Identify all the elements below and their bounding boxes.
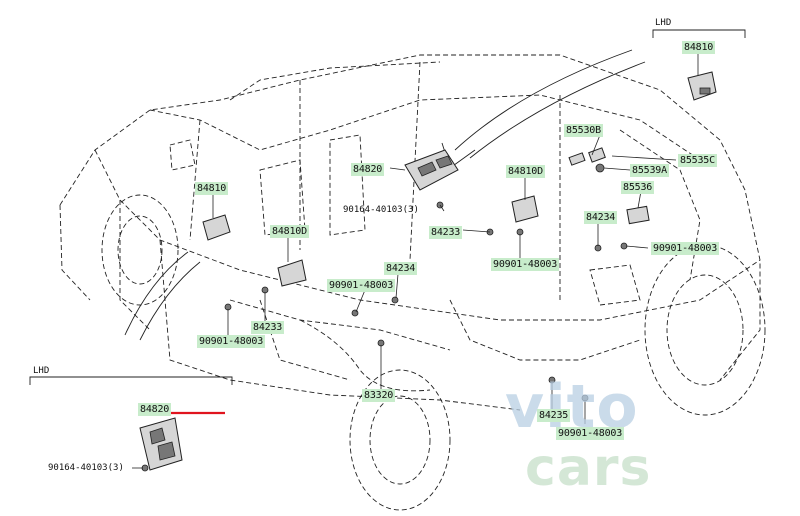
part-label-84820-top[interactable]: 84820 xyxy=(351,163,385,176)
part-label-84810-left[interactable]: 84810 xyxy=(195,182,229,195)
part-label-90901-left[interactable]: 90901-48003 xyxy=(197,335,266,348)
part-label-84235[interactable]: 84235 xyxy=(537,409,571,422)
part-label-85535c[interactable]: 85535C xyxy=(678,154,717,167)
part-label-90901-rbelow[interactable]: 90901-48003 xyxy=(491,258,560,271)
part-label-90901-bottom[interactable]: 90901-48003 xyxy=(556,427,625,440)
switch-84810d-mid-icon xyxy=(277,259,307,287)
part-label-85530b[interactable]: 85530B xyxy=(564,124,603,137)
part-label-90901-right[interactable]: 90901-48003 xyxy=(651,242,720,255)
switch-84820-top-icon xyxy=(404,149,459,191)
sensor-85530b-icon xyxy=(568,147,606,173)
part-label-84810-lhd[interactable]: 84810 xyxy=(682,41,716,54)
part-label-85539a[interactable]: 85539A xyxy=(630,164,669,177)
part-label-84233-left[interactable]: 84233 xyxy=(251,321,285,334)
part-label-83320[interactable]: 83320 xyxy=(362,389,396,402)
switch-84810d-right-icon xyxy=(511,195,539,223)
lhd-bottom-bracket xyxy=(29,376,233,385)
part-label-90164-top[interactable]: 90164-40103(3) xyxy=(343,205,419,215)
switch-84820-lhd-icon xyxy=(139,417,183,471)
part-label-84233-right[interactable]: 84233 xyxy=(429,226,463,239)
part-label-84234-right[interactable]: 84234 xyxy=(584,211,618,224)
lhd-label-top: LHD xyxy=(655,18,672,28)
part-label-84810d-mid[interactable]: 84810D xyxy=(270,225,309,238)
part-label-84234-mid[interactable]: 84234 xyxy=(384,262,418,275)
part-label-90901-mid[interactable]: 90901-48003 xyxy=(327,279,396,292)
sensor-85536-icon xyxy=(626,205,650,225)
pointer-arrows xyxy=(124,49,646,341)
lhd-label-bottom: LHD xyxy=(33,366,50,376)
switch-84810-lhd-icon xyxy=(687,71,717,101)
leader-lines xyxy=(132,52,699,469)
part-label-84820-lhd[interactable]: 84820 xyxy=(138,403,172,416)
switch-84810-left-icon xyxy=(202,214,231,241)
part-label-85536[interactable]: 85536 xyxy=(621,181,655,194)
part-label-90164-lhd[interactable]: 90164-40103(3) xyxy=(48,463,124,473)
watermark-cars: cars xyxy=(525,438,652,498)
part-label-84810d-right[interactable]: 84810D xyxy=(506,165,545,178)
lhd-top-bracket xyxy=(652,29,746,38)
